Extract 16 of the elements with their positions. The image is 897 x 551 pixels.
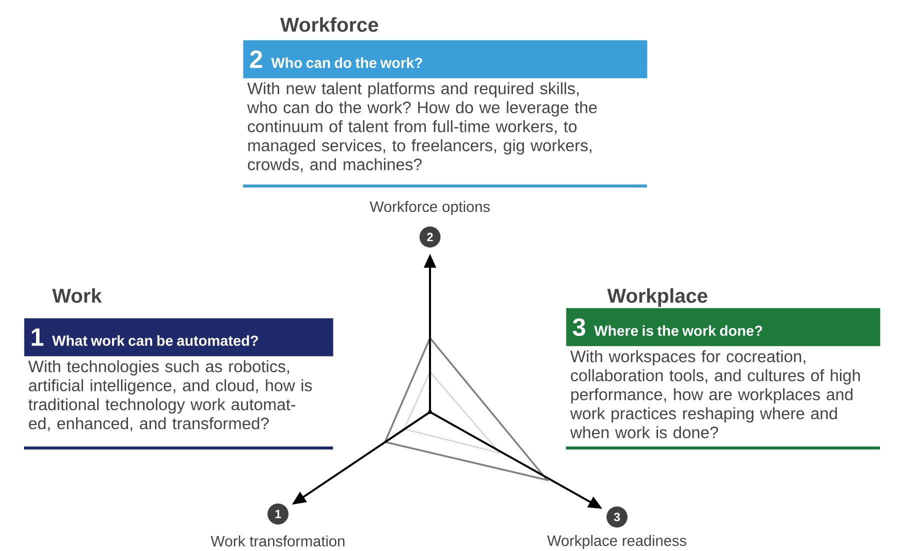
card-text: With new talent platforms and required skills, who can do the work? How do we leverage the continuum of talent from full-time workers, to managed services, to freelancers, gig workers, crowds, and machines? <box>247 82 597 172</box>
card-text: With technologies such as robotics, artificial intelligence, and cloud, how is traditional technology work automat-ed, enhanced, and transformed? <box>28 360 312 432</box>
axis-origin <box>428 410 432 414</box>
card-heading: Workplace <box>607 288 708 307</box>
card-heading: Work <box>52 288 102 303</box>
axis-label: Work transformation <box>210 535 344 546</box>
header-bar: 1 What work can be automated? <box>24 318 334 356</box>
number-badge: 2 <box>420 226 440 248</box>
card-text: With workspaces for cocreation, collaboration tools, and cultures of high performance, how are workplaces and work practices reshaping where and when work is done? <box>570 350 860 438</box>
axis-label: Workplace readiness <box>547 535 686 549</box>
card-heading: Workforce <box>280 17 378 32</box>
number-badge: 3 <box>606 506 628 528</box>
header-bar: 2 Who can do the work? <box>243 40 648 78</box>
header-bar: 3 Where is the work done? <box>566 308 880 346</box>
number-badge: 1 <box>268 503 288 524</box>
axis-label: Workforce options <box>370 201 490 215</box>
